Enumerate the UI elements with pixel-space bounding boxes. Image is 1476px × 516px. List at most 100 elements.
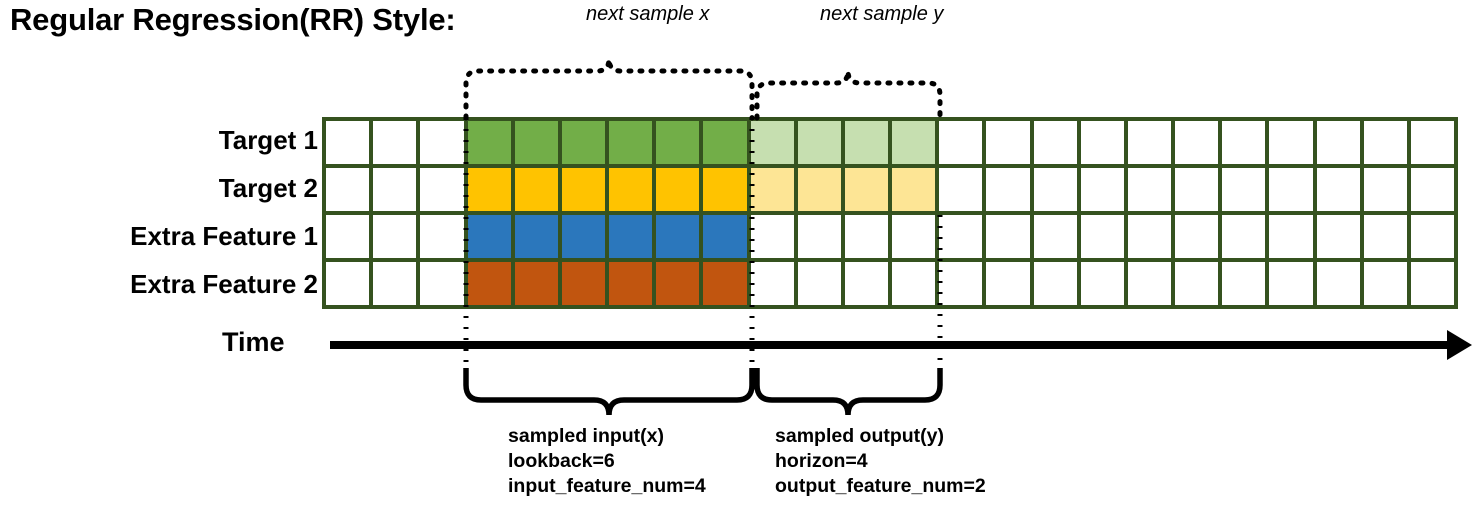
grid-cell [609, 262, 653, 305]
grid-cell [892, 168, 936, 211]
grid-cell [514, 262, 558, 305]
grid-cell [703, 121, 747, 164]
grid-cell [1222, 215, 1266, 258]
caption-output-line1: sampled output(y) [775, 425, 944, 447]
grid-cell [750, 121, 794, 164]
grid-cell [373, 121, 417, 164]
grid-cell [1410, 168, 1455, 211]
caption-input-line3: input_feature_num=4 [508, 475, 706, 497]
grid-cell [1175, 215, 1219, 258]
brace-sampled-input [463, 368, 755, 416]
caption-output-line3: output_feature_num=2 [775, 475, 986, 497]
grid-cell [1080, 262, 1124, 305]
grid-cell [844, 262, 889, 305]
brace-next-sample-y [754, 70, 943, 121]
grid-cell [703, 168, 747, 211]
grid-cell [844, 168, 889, 211]
row-label-extra-feature-1: Extra Feature 1 [130, 221, 318, 251]
grid-cell [1363, 215, 1407, 258]
page-title: Regular Regression(RR) Style: [10, 2, 456, 37]
grid-cell [420, 121, 464, 164]
grid-cell [1222, 121, 1266, 164]
grid-cell [1269, 262, 1313, 305]
grid-cell [1222, 168, 1266, 211]
grid-cell [467, 215, 511, 258]
grid-cell [939, 262, 983, 305]
grid-cell [514, 215, 558, 258]
grid-cell [1316, 215, 1360, 258]
grid-cell [326, 262, 370, 305]
grid-cell [1269, 215, 1313, 258]
row-label-target-2: Target 2 [218, 173, 318, 203]
grid-cell [1269, 168, 1313, 211]
grid-cell [1316, 262, 1360, 305]
grid-cell [1127, 121, 1172, 164]
grid-cell [797, 121, 841, 164]
grid-cell [420, 168, 464, 211]
grid-cell [1363, 121, 1407, 164]
grid-cell [561, 262, 606, 305]
grid-cell [797, 168, 841, 211]
grid-cell [1410, 262, 1455, 305]
grid-row-extra-feature-1 [326, 215, 1455, 258]
grid-cell [750, 215, 794, 258]
grid-cell [420, 262, 464, 305]
grid-cell [703, 262, 747, 305]
grid-cell [797, 215, 841, 258]
row-label-target-1: Target 1 [218, 125, 318, 155]
grid-cell [561, 168, 606, 211]
grid-cell [1080, 121, 1124, 164]
grid-cell [1033, 215, 1077, 258]
grid-cell [986, 168, 1030, 211]
grid-cell [656, 121, 700, 164]
grid-cell [561, 215, 606, 258]
grid-cell [1269, 121, 1313, 164]
annotation-next-sample-y: next sample y [820, 3, 944, 25]
grid-cell [703, 215, 747, 258]
grid-cell [1175, 168, 1219, 211]
grid-cell [939, 168, 983, 211]
grid-cell [1410, 121, 1455, 164]
grid-cell [1316, 168, 1360, 211]
caption-input-line1: sampled input(x) [508, 425, 665, 447]
grid-cell [326, 168, 370, 211]
brace-sampled-output [754, 368, 943, 416]
grid-cell [1222, 262, 1266, 305]
grid-cell [467, 262, 511, 305]
grid-cell [656, 215, 700, 258]
grid-cell [1316, 121, 1360, 164]
grid-cell [1175, 121, 1219, 164]
grid-cell [609, 215, 653, 258]
grid-cell [1033, 121, 1077, 164]
grid-cell [939, 215, 983, 258]
grid-cell [609, 121, 653, 164]
caption-sampled-input: sampled input(x) lookback=6 input_featur… [508, 424, 706, 499]
grid-cell [1363, 168, 1407, 211]
grid-cell [986, 262, 1030, 305]
grid-cell [750, 262, 794, 305]
grid-cell [467, 168, 511, 211]
grid-cell [1363, 262, 1407, 305]
grid-row-extra-feature-2 [326, 262, 1455, 305]
grid-cell [1033, 262, 1077, 305]
grid-cell [656, 168, 700, 211]
grid-cell [1080, 168, 1124, 211]
grid-row-target-2 [326, 168, 1455, 211]
grid-cell [514, 121, 558, 164]
grid-cell [326, 121, 370, 164]
grid-cell [1410, 215, 1455, 258]
caption-output-line2: horizon=4 [775, 450, 868, 472]
grid-cell [609, 168, 653, 211]
grid-cell [656, 262, 700, 305]
brace-next-sample-x [463, 58, 755, 121]
grid-cell [373, 168, 417, 211]
grid-cell [467, 121, 511, 164]
grid-cell [1033, 168, 1077, 211]
grid-cell [1080, 215, 1124, 258]
grid-cell [420, 215, 464, 258]
grid-cell [986, 121, 1030, 164]
grid-row-target-1 [326, 121, 1455, 164]
annotation-next-sample-x: next sample x [586, 3, 710, 25]
grid-cell [750, 168, 794, 211]
